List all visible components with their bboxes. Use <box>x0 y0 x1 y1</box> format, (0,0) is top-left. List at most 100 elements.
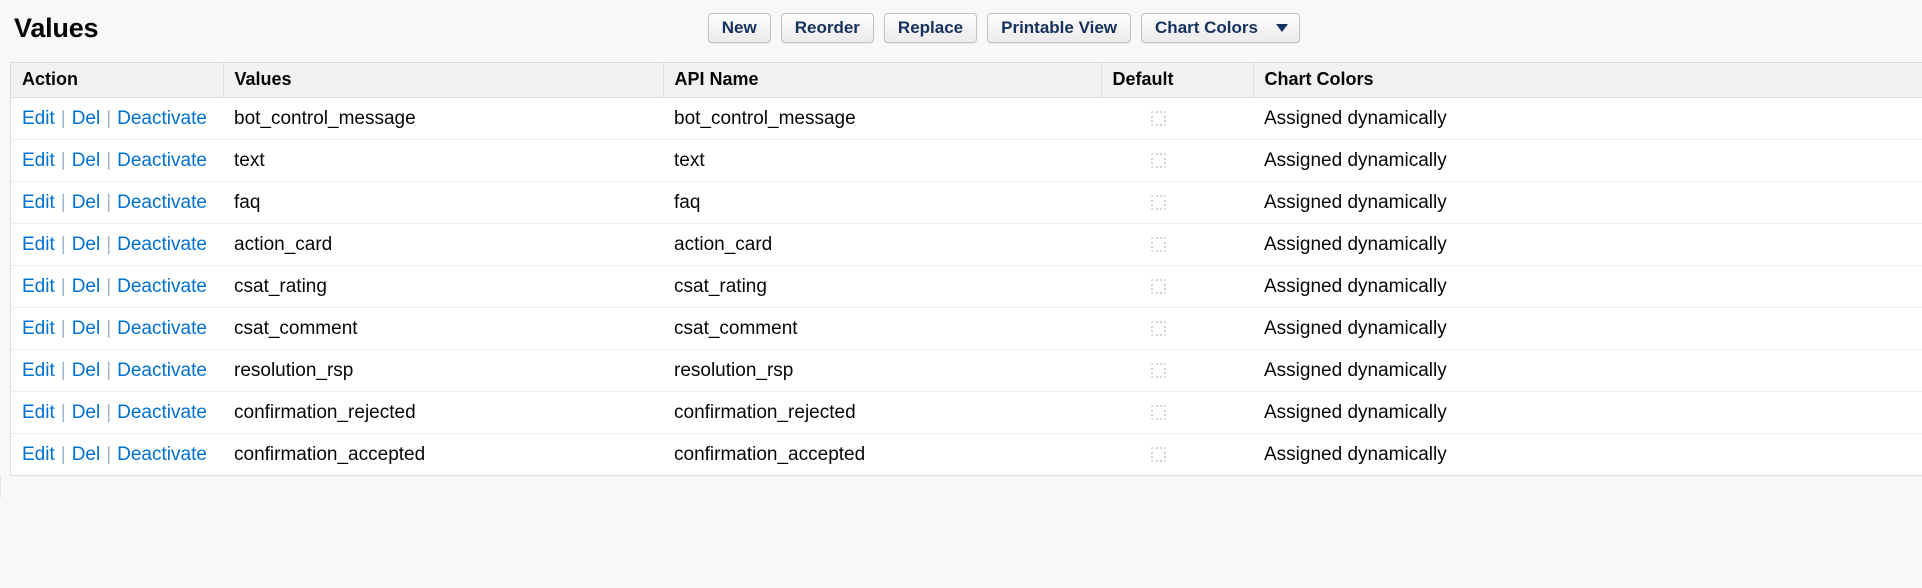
cell-chart-color: Assigned dynamically <box>1253 139 1922 182</box>
cell-value: action_card <box>223 223 663 266</box>
chevron-down-icon <box>1276 24 1288 32</box>
cell-value: csat_rating <box>223 265 663 308</box>
cell-value: confirmation_accepted <box>223 433 663 476</box>
action-separator: | <box>106 275 112 297</box>
del-link[interactable]: Del <box>71 359 101 381</box>
action-separator: | <box>60 275 66 297</box>
action-separator: | <box>106 401 112 423</box>
deactivate-link[interactable]: Deactivate <box>117 443 207 465</box>
cell-chart-color: Assigned dynamically <box>1253 265 1922 308</box>
cell-value: faq <box>223 181 663 224</box>
cell-default <box>1101 223 1253 266</box>
page-title: Values <box>14 12 99 43</box>
cell-default <box>1101 97 1253 140</box>
edit-link[interactable]: Edit <box>22 443 55 465</box>
values-table: Action Values API Name Default Chart Col… <box>11 63 1922 476</box>
chart-colors-dropdown[interactable]: Chart Colors <box>1141 13 1300 43</box>
deactivate-link[interactable]: Deactivate <box>117 401 207 423</box>
edit-link[interactable]: Edit <box>22 149 55 171</box>
del-link[interactable]: Del <box>71 275 101 297</box>
cell-value: resolution_rsp <box>223 349 663 392</box>
replace-button[interactable]: Replace <box>883 13 978 43</box>
row-action-links: Edit|Del|Deactivate <box>22 150 207 172</box>
action-separator: | <box>106 149 112 171</box>
table-header-row: Action Values API Name Default Chart Col… <box>11 63 1922 98</box>
row-action-links: Edit|Del|Deactivate <box>22 318 207 340</box>
cell-value: confirmation_rejected <box>223 391 663 434</box>
edit-link[interactable]: Edit <box>22 107 55 129</box>
page-toolbar: New Reorder Replace Printable View Chart Col… <box>707 13 1910 43</box>
table-footer <box>0 476 1922 498</box>
deactivate-link[interactable]: Deactivate <box>117 275 207 297</box>
cell-api-name: confirmation_accepted <box>663 433 1101 476</box>
del-link[interactable]: Del <box>71 191 101 213</box>
cell-default <box>1101 307 1253 350</box>
column-header-default: Default <box>1101 63 1254 98</box>
row-action-links: Edit|Del|Deactivate <box>22 192 207 214</box>
new-button[interactable]: New <box>707 13 771 43</box>
edit-link[interactable]: Edit <box>22 275 55 297</box>
del-link[interactable]: Del <box>71 149 101 171</box>
printable-view-button-label: Printable View <box>1001 18 1118 37</box>
default-checkbox <box>1151 278 1166 294</box>
del-link[interactable]: Del <box>71 401 101 423</box>
cell-value: text <box>223 139 663 182</box>
column-header-api-name: API Name <box>663 63 1102 98</box>
edit-link[interactable]: Edit <box>22 359 55 381</box>
cell-api-name: confirmation_rejected <box>663 391 1101 434</box>
column-header-chart-colors: Chart Colors <box>1253 63 1922 98</box>
default-checkbox <box>1151 362 1166 378</box>
edit-link[interactable]: Edit <box>22 401 55 423</box>
deactivate-link[interactable]: Deactivate <box>117 359 207 381</box>
action-separator: | <box>60 443 66 465</box>
values-table-container: Action Values API Name Default Chart Col… <box>10 62 1922 476</box>
cell-action: Edit|Del|Deactivate <box>11 223 223 266</box>
action-separator: | <box>60 149 66 171</box>
deactivate-link[interactable]: Deactivate <box>117 149 207 171</box>
edit-link[interactable]: Edit <box>22 317 55 339</box>
printable-view-button[interactable]: Printable View <box>987 13 1132 43</box>
action-separator: | <box>106 107 112 129</box>
del-link[interactable]: Del <box>71 317 101 339</box>
deactivate-link[interactable]: Deactivate <box>117 317 207 339</box>
chart-colors-dropdown-label: Chart Colors <box>1155 18 1258 37</box>
cell-value: bot_control_message <box>223 97 663 140</box>
row-action-links: Edit|Del|Deactivate <box>22 402 207 424</box>
cell-default <box>1101 391 1253 434</box>
column-header-action: Action <box>11 63 224 98</box>
cell-chart-color: Assigned dynamically <box>1253 307 1922 350</box>
edit-link[interactable]: Edit <box>22 233 55 255</box>
default-checkbox <box>1151 404 1166 420</box>
action-separator: | <box>106 359 112 381</box>
deactivate-link[interactable]: Deactivate <box>117 233 207 255</box>
deactivate-link[interactable]: Deactivate <box>117 107 207 129</box>
deactivate-link[interactable]: Deactivate <box>117 191 207 213</box>
default-checkbox <box>1151 194 1166 210</box>
del-link[interactable]: Del <box>71 443 101 465</box>
cell-api-name: csat_rating <box>663 265 1101 308</box>
reorder-button[interactable]: Reorder <box>780 13 874 43</box>
cell-api-name: action_card <box>663 223 1101 266</box>
cell-action: Edit|Del|Deactivate <box>11 139 223 182</box>
row-action-links: Edit|Del|Deactivate <box>22 444 207 466</box>
default-checkbox <box>1151 152 1166 168</box>
cell-api-name: csat_comment <box>663 307 1101 350</box>
cell-api-name: text <box>663 139 1101 182</box>
del-link[interactable]: Del <box>71 233 101 255</box>
cell-default <box>1101 265 1253 308</box>
del-link[interactable]: Del <box>71 107 101 129</box>
action-separator: | <box>60 359 66 381</box>
new-button-label: New <box>721 18 757 37</box>
table-header: Action Values API Name Default Chart Col… <box>11 63 1922 98</box>
edit-link[interactable]: Edit <box>22 191 55 213</box>
cell-action: Edit|Del|Deactivate <box>11 181 223 224</box>
